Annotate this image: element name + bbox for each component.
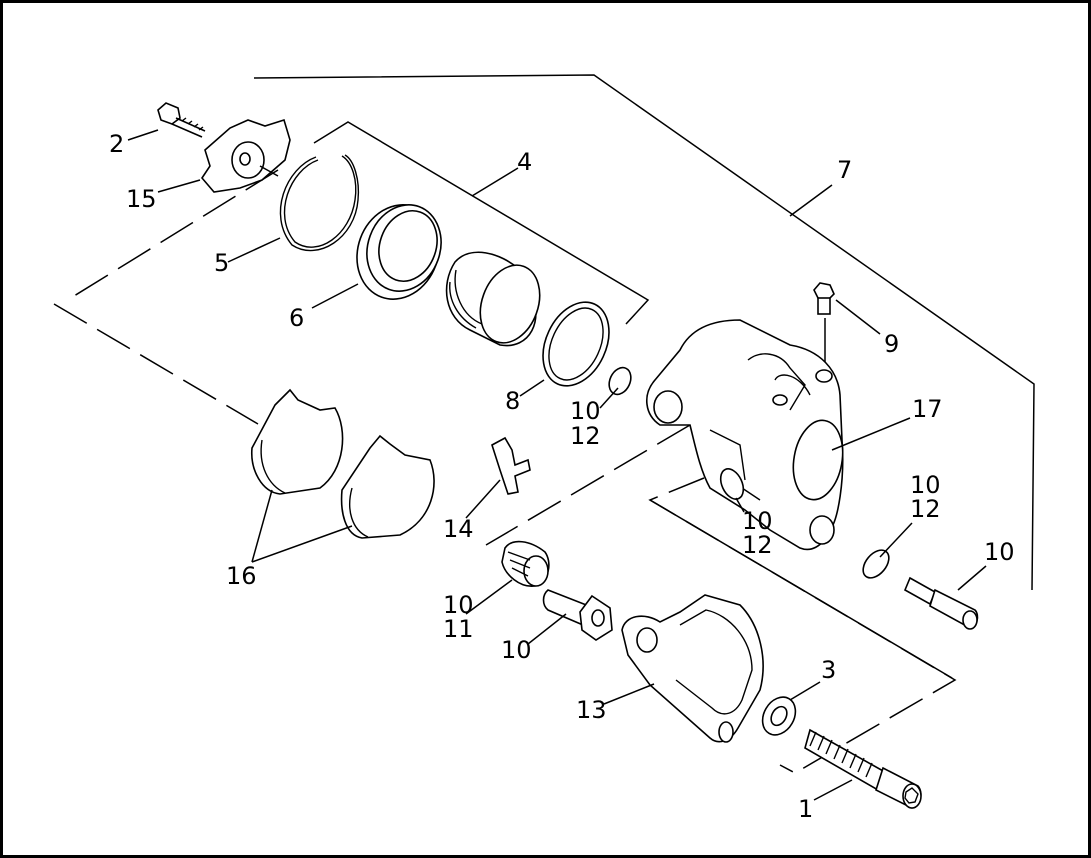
- part-oring-10-12-top: [608, 366, 632, 396]
- callout-14: 14: [443, 515, 474, 543]
- callout-5: 5: [214, 249, 229, 277]
- callout-10-sleeve: 10: [501, 636, 532, 664]
- part-sleeve-10: [542, 589, 613, 641]
- assembly-bracket-7: [253, 74, 1035, 591]
- part-boot-10-11: [501, 540, 550, 587]
- callout-11: 11: [443, 615, 474, 643]
- callout-labels: 2 15 5 6 4 7 8 9 10 12 17 10 12 10 12 10…: [109, 130, 1015, 823]
- callout-10-right-upper: 10: [910, 471, 941, 499]
- callout-8: 8: [505, 387, 520, 415]
- callout-9: 9: [884, 330, 899, 358]
- part-ring-5: [279, 154, 360, 252]
- bracket-assembly-lines: [485, 424, 957, 774]
- callout-15: 15: [126, 185, 157, 213]
- callout-6: 6: [289, 304, 304, 332]
- part-oring-10-12-mid: [719, 468, 745, 500]
- callout-12-mid: 12: [742, 531, 773, 559]
- part-seal-6: [356, 204, 442, 300]
- callout-12-top: 12: [570, 422, 601, 450]
- part-pads-16: [251, 388, 435, 539]
- part-washer-3: [761, 696, 797, 736]
- callout-3: 3: [821, 656, 836, 684]
- callout-10-mid: 10: [742, 507, 773, 535]
- callout-7: 7: [837, 156, 852, 184]
- part-boot-8: [542, 301, 610, 387]
- callout-2: 2: [109, 130, 124, 158]
- callout-4: 4: [517, 148, 532, 176]
- callout-10-top: 10: [570, 397, 601, 425]
- callout-13: 13: [576, 696, 607, 724]
- callout-10-boot: 10: [443, 591, 474, 619]
- part-bolt-2: [157, 102, 206, 138]
- part-piston-4: [445, 251, 541, 347]
- callout-17: 17: [912, 395, 943, 423]
- callout-10-right: 10: [984, 538, 1015, 566]
- callout-12-right-upper: 12: [910, 495, 941, 523]
- part-oring-10-12-right: [862, 549, 890, 579]
- part-bracket-13: [621, 594, 764, 743]
- part-caliper-body-17: [646, 319, 844, 551]
- callout-1: 1: [798, 795, 813, 823]
- part-pin-10-right: [903, 576, 979, 630]
- leader-lines: [127, 129, 987, 801]
- part-plate-15: [200, 118, 291, 193]
- part-clip-14: [491, 436, 531, 495]
- assembly-bracket-4: [313, 121, 650, 325]
- pad-bracket: [53, 169, 279, 425]
- part-screw-1: [804, 728, 922, 809]
- part-bleeder-9: [813, 282, 835, 372]
- callout-16: 16: [226, 562, 257, 590]
